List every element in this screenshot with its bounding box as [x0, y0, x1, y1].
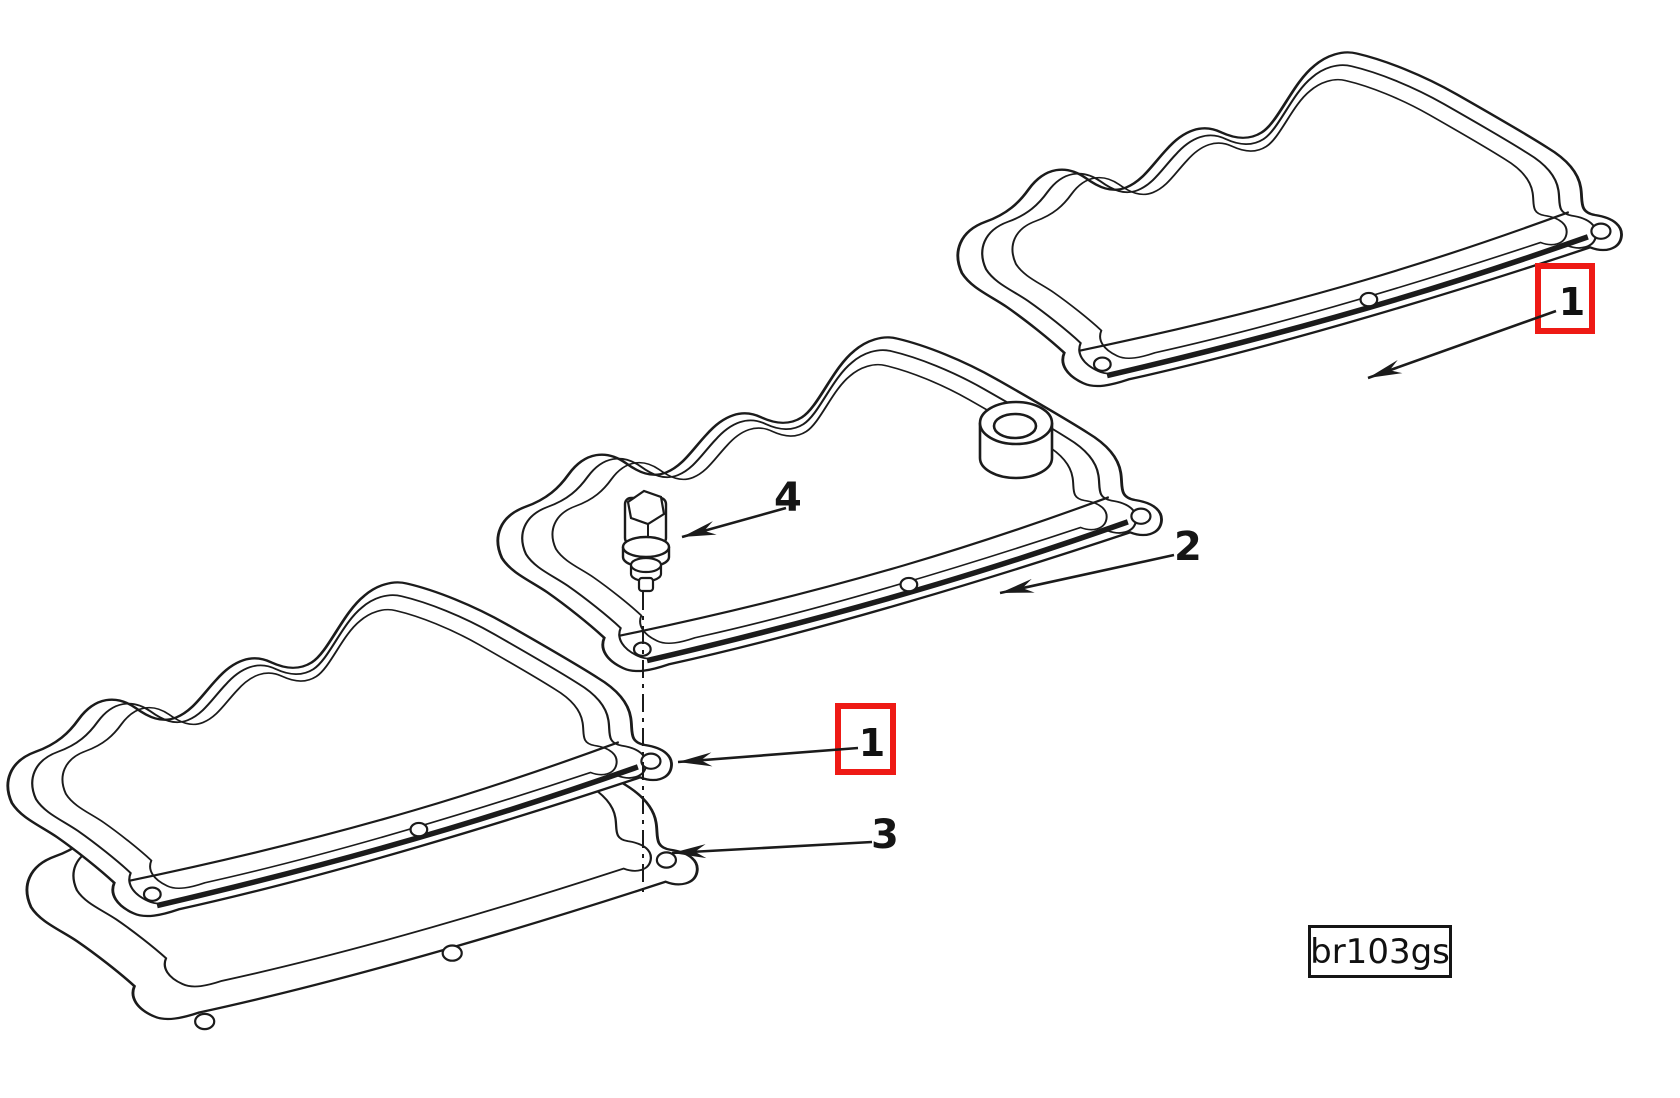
gasket-and-cover-bottom-left	[8, 582, 699, 1029]
leader-arrow-item-4	[681, 506, 787, 539]
hotspot-box-item-1-upper[interactable]	[1535, 263, 1595, 334]
figure-code-text: br103gs	[1310, 931, 1450, 972]
leader-arrow-item-3	[671, 840, 873, 859]
cover-top-right	[958, 52, 1622, 386]
hotspot-box-item-1-lower[interactable]	[835, 703, 896, 775]
capscrew	[621, 489, 671, 593]
callout-item-1-upper[interactable]: 1	[1558, 280, 1586, 324]
callout-item-2: 2	[1174, 524, 1202, 570]
callout-item-3: 3	[871, 812, 899, 858]
cover-middle	[498, 337, 1162, 671]
figure-code-box: br103gs	[1308, 925, 1452, 978]
leader-arrow-item-1-upper	[1367, 309, 1557, 380]
callout-item-4: 4	[774, 475, 802, 521]
gasket	[25, 687, 699, 1029]
leader-arrow-item-2	[999, 553, 1175, 595]
callout-item-1-lower[interactable]: 1	[858, 721, 886, 765]
leader-arrow-item-1-lower	[677, 746, 859, 767]
filler-tube	[978, 400, 1054, 480]
